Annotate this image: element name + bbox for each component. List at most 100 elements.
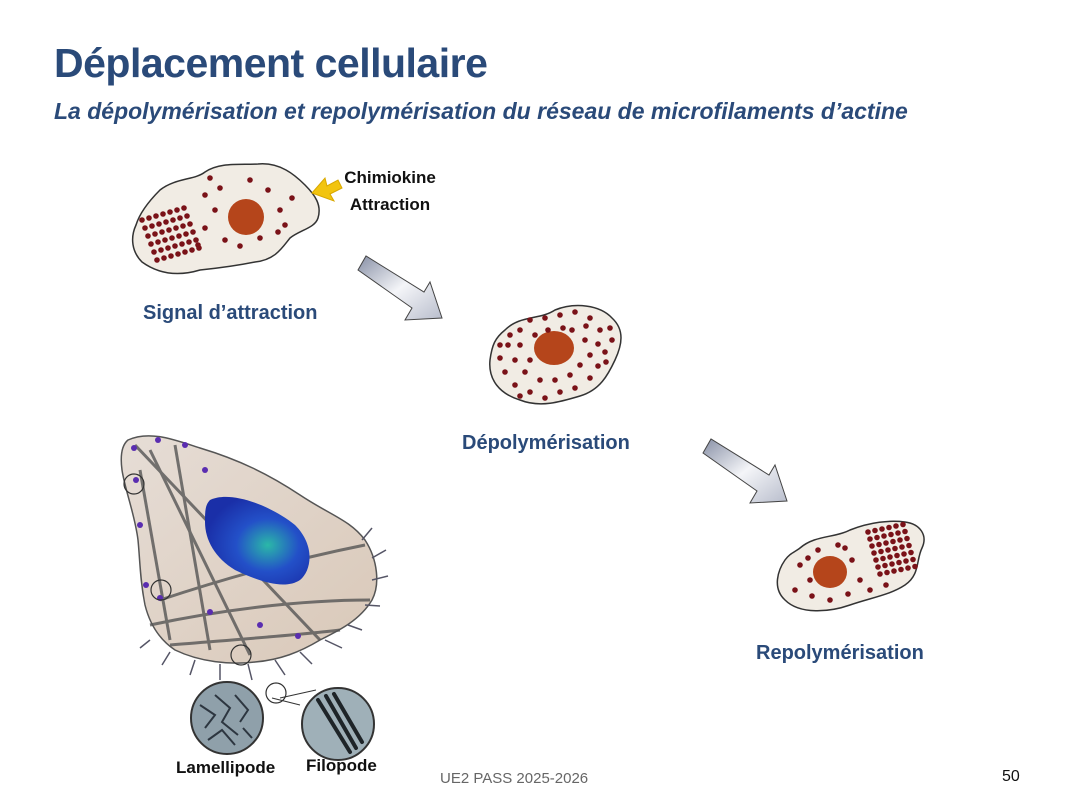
actin-dot <box>187 221 193 227</box>
actin-dot <box>560 325 566 331</box>
actin-dot <box>517 393 523 399</box>
actin-dot <box>905 565 911 571</box>
actin-dot <box>166 227 172 233</box>
actin-dot <box>545 327 551 333</box>
actin-dot <box>835 542 841 548</box>
actin-dot <box>587 375 593 381</box>
actin-dot <box>607 325 613 331</box>
actin-dot <box>807 577 813 583</box>
actin-dot <box>507 332 513 338</box>
actin-dot <box>883 582 889 588</box>
actin-dot <box>156 221 162 227</box>
actin-dot <box>186 239 192 245</box>
actin-dot <box>517 342 523 348</box>
actin-dot <box>912 563 918 570</box>
actin-dot <box>903 558 909 564</box>
actin-dot <box>153 213 159 219</box>
actin-dot <box>908 549 914 556</box>
actin-dot <box>577 362 583 368</box>
actin-dot <box>902 528 908 535</box>
actin-dot <box>595 363 601 369</box>
lamellipode-label: Lamellipode <box>176 758 276 777</box>
actin-dot <box>888 531 894 538</box>
actin-dot <box>176 233 182 239</box>
actin-dot <box>522 369 528 375</box>
slide-title: Déplacement cellulaire <box>54 40 488 86</box>
actin-dot <box>877 571 883 577</box>
actin-dot <box>882 562 888 569</box>
actin-dot <box>162 237 168 243</box>
actin-dot <box>512 382 518 388</box>
actin-dot <box>497 355 503 361</box>
actin-dot <box>505 342 511 348</box>
actin-dot <box>895 530 901 536</box>
actin-dot <box>265 187 271 193</box>
actin-dot <box>212 207 218 213</box>
actin-dot <box>183 231 189 237</box>
actin-dot <box>289 195 295 201</box>
actin-dot <box>139 217 145 223</box>
actin-dot <box>827 597 833 603</box>
actin-dot <box>875 564 881 570</box>
actin-dot <box>880 555 886 562</box>
actin-dot <box>603 359 609 365</box>
actin-dot <box>867 587 873 593</box>
actin-dot <box>572 309 578 315</box>
actin-dot <box>277 207 283 213</box>
footer-text: UE2 PASS 2025-2026 <box>440 770 589 787</box>
actin-dot <box>542 395 548 401</box>
actin-dot <box>886 524 892 531</box>
actin-dot <box>207 175 213 181</box>
actin-dot <box>182 249 188 255</box>
actin-dot <box>193 237 199 243</box>
actin-dot <box>569 327 575 333</box>
actin-dot <box>237 243 243 249</box>
actin-dot <box>879 526 885 532</box>
actin-dot <box>174 207 180 213</box>
actin-dot <box>609 337 615 343</box>
actin-dot <box>845 591 851 597</box>
actin-dot <box>857 577 863 583</box>
actin-dot <box>889 561 895 567</box>
actin-dot <box>873 557 879 563</box>
actin-dot <box>527 389 533 395</box>
actin-dot <box>595 341 601 347</box>
step-label-repolymerisation: Repolymérisation <box>756 642 924 664</box>
actin-dot <box>872 527 878 534</box>
actin-dot <box>874 534 880 541</box>
actin-dot <box>583 323 589 329</box>
actin-dot <box>195 242 201 248</box>
actin-dot <box>842 545 848 551</box>
actin-dot <box>154 257 160 263</box>
actin-dot <box>184 213 190 219</box>
actin-dot <box>177 215 183 221</box>
actin-dot <box>189 247 195 253</box>
actin-dot <box>898 566 904 573</box>
actin-dot <box>883 540 889 546</box>
actin-dot <box>502 369 508 375</box>
actin-dot <box>181 205 187 211</box>
actin-dot <box>257 235 263 241</box>
actin-dot <box>871 550 877 556</box>
actin-dot <box>557 312 563 318</box>
actin-dot <box>602 349 608 355</box>
actin-dot <box>910 556 916 563</box>
actin-dot <box>142 225 148 231</box>
actin-dot <box>792 587 798 593</box>
actin-dot <box>896 559 902 566</box>
actin-dot <box>497 342 503 348</box>
actin-dot <box>158 247 164 253</box>
actin-dot <box>809 593 815 599</box>
actin-dot <box>869 543 875 549</box>
actin-dot <box>148 241 154 247</box>
actin-dot <box>815 547 821 553</box>
actin-dot <box>542 315 548 321</box>
actin-dot <box>149 223 155 229</box>
actin-dot <box>169 235 175 241</box>
chemokine-label-line2: Attraction <box>349 195 431 214</box>
